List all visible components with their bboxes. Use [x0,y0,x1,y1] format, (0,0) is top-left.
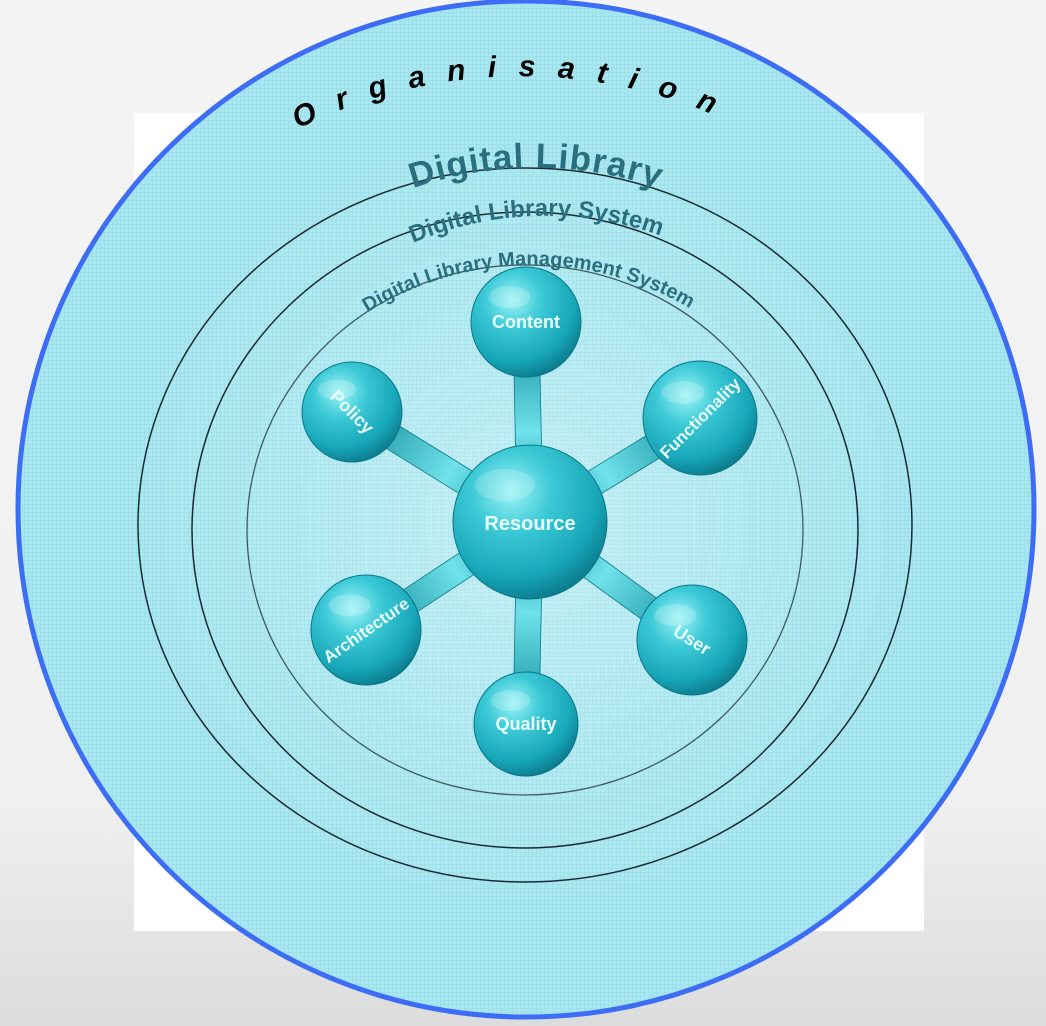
ring-digital-library-system [191,211,859,849]
node-label-content: Content [492,312,560,332]
sphere-content [470,266,582,378]
node-content: Content [470,266,582,378]
ring-digital-library [137,167,913,883]
node-architecture: Architecture [310,574,422,686]
center-highlight [475,469,535,501]
highlight-quality [490,690,531,711]
ring-digital-library-management-system [246,264,804,796]
sphere-quality [473,671,579,777]
node-user: User [636,584,748,696]
center-node-resource: Resource [452,444,608,600]
highlight-user [654,604,697,627]
center-label: Resource [484,513,575,535]
highlight-functionality [661,380,705,404]
center-sphere [452,444,608,600]
highlight-architecture [328,594,371,617]
node-functionality: Functionality [642,360,758,476]
highlight-policy [318,379,356,400]
sphere-policy [301,361,403,463]
node-label-quality: Quality [495,714,556,734]
sphere-functionality [642,360,758,476]
highlight-content [488,286,531,309]
sphere-user [636,584,748,696]
node-policy: Policy [301,361,403,463]
sphere-architecture [310,574,422,686]
node-quality: Quality [473,671,579,777]
